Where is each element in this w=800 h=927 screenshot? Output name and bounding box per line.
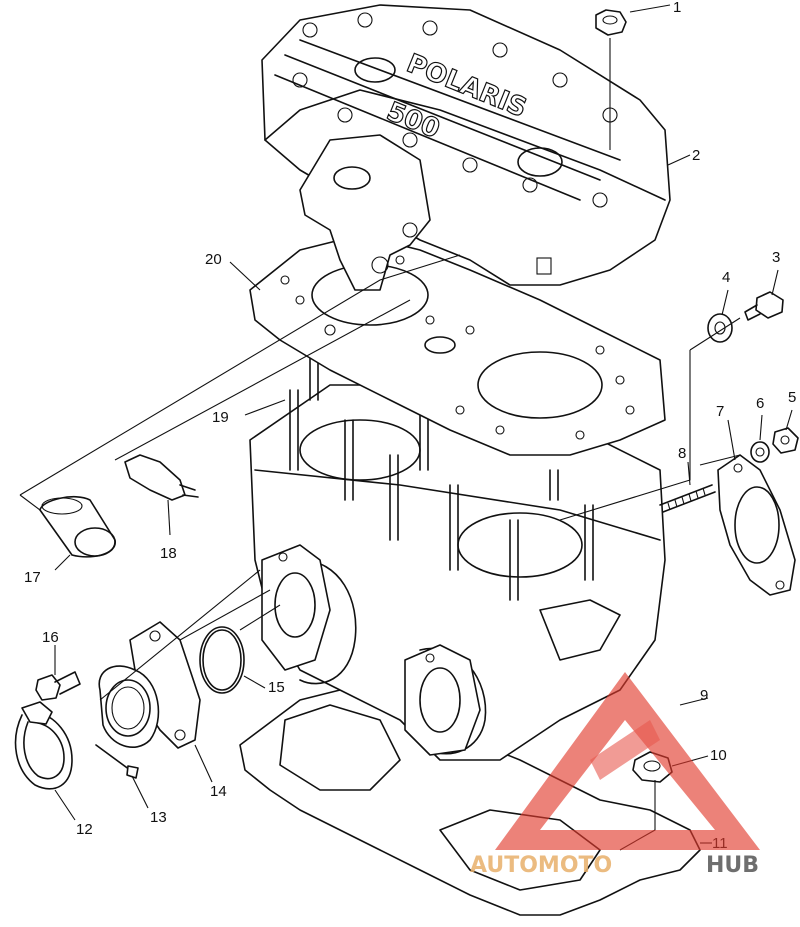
part-oring-15 [199,626,245,694]
watermark: AUTOMOTO HUB [470,672,760,878]
part-stud-8 [659,484,716,513]
part-outlet-14 [98,621,201,749]
part-washer-4 [707,313,733,343]
callout-labels: 1 2 3 4 5 6 7 8 9 10 11 12 13 14 15 16 1… [24,0,796,852]
part-nut-1 [595,9,627,150]
callout-6: 6 [756,395,764,412]
callout-12: 12 [76,821,93,838]
part-nut-5 [772,427,799,454]
part-bolt-3 [744,291,784,321]
callout-9: 9 [700,687,708,704]
callout-8: 8 [678,445,686,462]
callout-7: 7 [716,403,724,420]
part-gasket-7 [717,454,796,596]
watermark-text-hub: HUB [706,853,759,878]
callout-17: 17 [24,569,41,586]
part-bolt-16 [35,671,81,701]
callout-14: 14 [210,783,227,800]
callout-4: 4 [722,269,730,286]
leader-lines [19,4,793,851]
cylinder-head: POLARIS 500 [261,4,671,286]
sensor-housing [299,134,431,291]
callout-10: 10 [710,747,727,764]
callout-18: 18 [160,545,177,562]
part-sleeve-17 [39,495,116,558]
part-clamp-12 [14,701,73,790]
part-washer-6 [750,441,770,463]
callout-2: 2 [692,147,700,164]
callout-15: 15 [268,679,285,696]
watermark-triangle-logo [495,672,760,850]
part-sensor-18 [124,454,199,501]
callout-16: 16 [42,629,59,646]
cylinder-studs [289,344,594,601]
callout-3: 3 [772,249,780,266]
part-screw-13 [95,744,139,779]
callout-19: 19 [212,409,229,426]
callout-13: 13 [150,809,167,826]
watermark-text-automoto: AUTOMOTO [470,853,612,878]
callout-1: 1 [673,0,681,16]
head-gasket [249,234,666,456]
callout-20: 20 [205,251,222,268]
callout-5: 5 [788,389,796,406]
